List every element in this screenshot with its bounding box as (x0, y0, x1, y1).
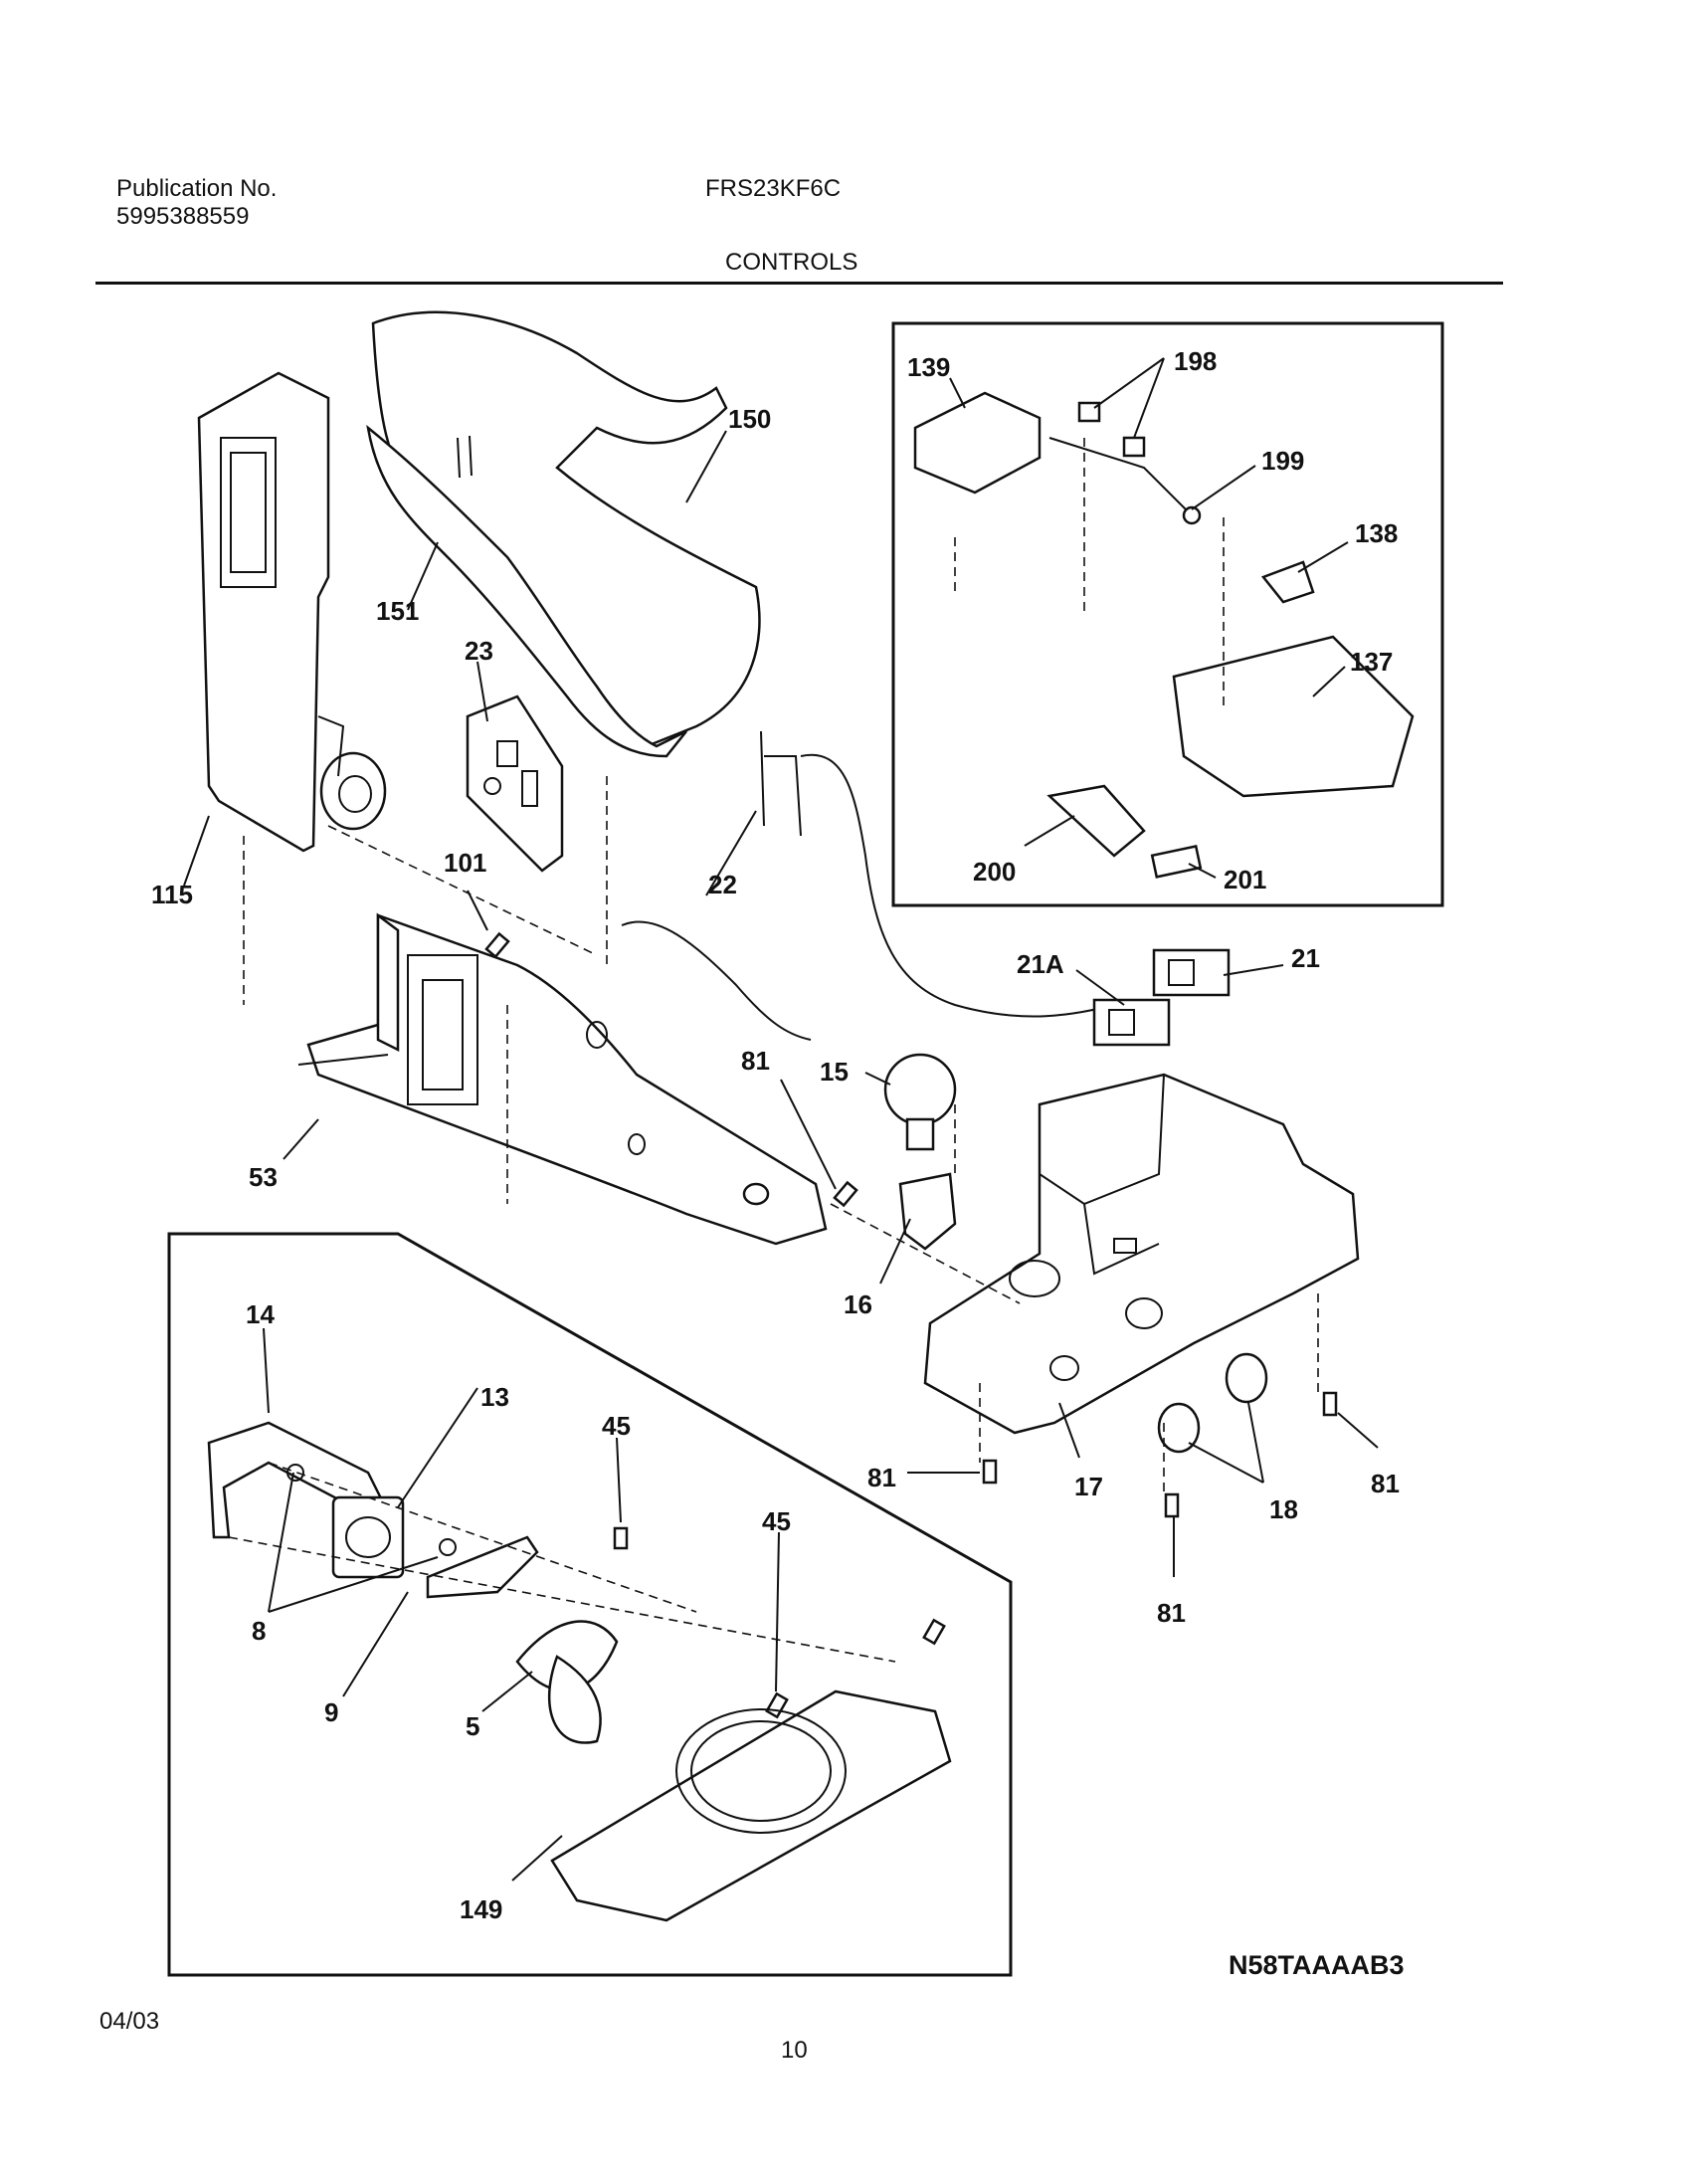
callout-200: 200 (973, 857, 1016, 887)
callout-23: 23 (465, 636, 493, 666)
footer-date: 04/03 (99, 2008, 160, 2035)
callout-198: 198 (1174, 346, 1217, 376)
callout-150: 150 (728, 404, 771, 434)
callout-18: 18 (1269, 1494, 1298, 1524)
callout-22: 22 (708, 870, 737, 899)
callout-17: 17 (1074, 1472, 1103, 1501)
control-bracket-part (297, 912, 828, 1246)
screw-parts (484, 931, 1338, 1719)
inset-parts (913, 391, 1415, 879)
knob-parts (1157, 1352, 1268, 1454)
callout-139: 139 (907, 352, 950, 382)
fan-assembly-parts (207, 1421, 952, 1922)
circuit-board-part (466, 694, 564, 873)
footer-page-number: 10 (781, 2037, 808, 2064)
callout-151: 151 (376, 596, 419, 626)
switch-parts (1092, 948, 1231, 1047)
publication-number: 5995388559 (116, 203, 250, 230)
leader-lines (183, 357, 1379, 1882)
callout-16: 16 (844, 1289, 872, 1319)
callout-53: 53 (249, 1162, 278, 1192)
callout-9: 9 (324, 1697, 338, 1727)
callout-45-right: 45 (762, 1506, 791, 1536)
section-title: CONTROLS (725, 249, 858, 276)
thermistor-wire (621, 730, 1115, 1041)
callout-81-upper: 81 (741, 1046, 770, 1076)
callout-138: 138 (1355, 518, 1398, 548)
light-bulb-part (883, 1053, 957, 1151)
callout-81-right: 81 (1371, 1469, 1400, 1498)
callout-149: 149 (460, 1894, 502, 1924)
lamp-socket-part (898, 1172, 957, 1251)
model-number: FRS23KF6C (705, 175, 842, 202)
callout-115: 115 (151, 880, 193, 909)
assembly-guides (228, 438, 1319, 1663)
fan-assembly-box (167, 1232, 1013, 1977)
control-housing-part (197, 371, 387, 853)
inset-detail-box (891, 321, 1444, 907)
air-duct-part (366, 310, 761, 758)
diagram-code: N58TAAAAB3 (1229, 1950, 1405, 1980)
callout-199: 199 (1261, 446, 1304, 476)
control-box-part (923, 1073, 1360, 1435)
callout-21a: 21A (1017, 949, 1064, 979)
publication-label: Publication No. (116, 175, 278, 202)
callout-101: 101 (444, 848, 486, 878)
callout-137: 137 (1350, 647, 1393, 677)
callout-14: 14 (246, 1299, 275, 1329)
callout-81-left: 81 (867, 1463, 896, 1492)
callout-201: 201 (1224, 865, 1266, 894)
callout-13: 13 (480, 1382, 509, 1412)
callout-81-bottom: 81 (1157, 1598, 1186, 1628)
header-rule (95, 282, 1503, 285)
callout-5: 5 (466, 1711, 479, 1741)
callout-45-left: 45 (602, 1411, 631, 1441)
callout-21: 21 (1291, 943, 1320, 973)
callout-15: 15 (820, 1057, 849, 1087)
callout-8: 8 (252, 1616, 266, 1646)
